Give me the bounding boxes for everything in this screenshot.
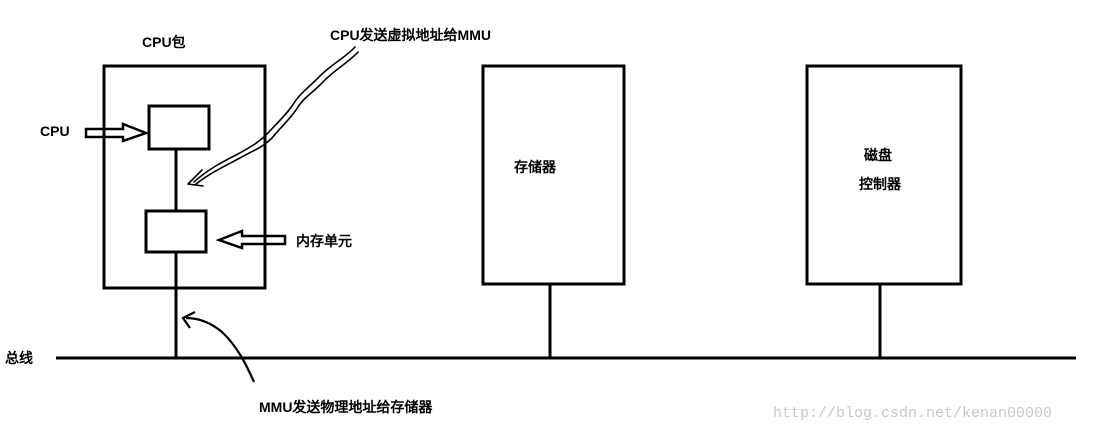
cpu-label: CPU xyxy=(40,123,70,139)
virtual-address-scribble-arrow xyxy=(193,46,356,183)
physical-address-label: MMU发送物理地址给存储器 xyxy=(259,399,433,415)
bus-label: 总线 xyxy=(5,350,33,366)
disk-label-line2: 控制器 xyxy=(859,176,902,192)
memory-unit-box xyxy=(144,209,208,254)
physical-address-arrowhead xyxy=(181,311,196,329)
cpu-package-label: CPU包 xyxy=(142,34,186,50)
disk-label-line1: 磁盘 xyxy=(864,147,892,163)
memory-label: 存储器 xyxy=(514,159,557,175)
memory-unit-arrow xyxy=(215,229,287,250)
virtual-address-scribble-arrowhead xyxy=(187,169,204,187)
physical-address-curved-arrow xyxy=(185,316,256,383)
watermark: http://blog.csdn.net/kenan00000 xyxy=(773,405,1052,422)
virtual-address-label: CPU发送虚拟地址给MMU xyxy=(330,27,491,43)
memory-unit-label: 内存单元 xyxy=(296,233,352,249)
cpu-box xyxy=(147,104,211,151)
disk-controller-box xyxy=(805,64,963,286)
cpu-package-box xyxy=(102,64,267,290)
memory-box xyxy=(481,64,626,286)
cpu-arrow xyxy=(84,122,150,143)
virtual-address-scribble-arrow-2 xyxy=(195,51,359,185)
